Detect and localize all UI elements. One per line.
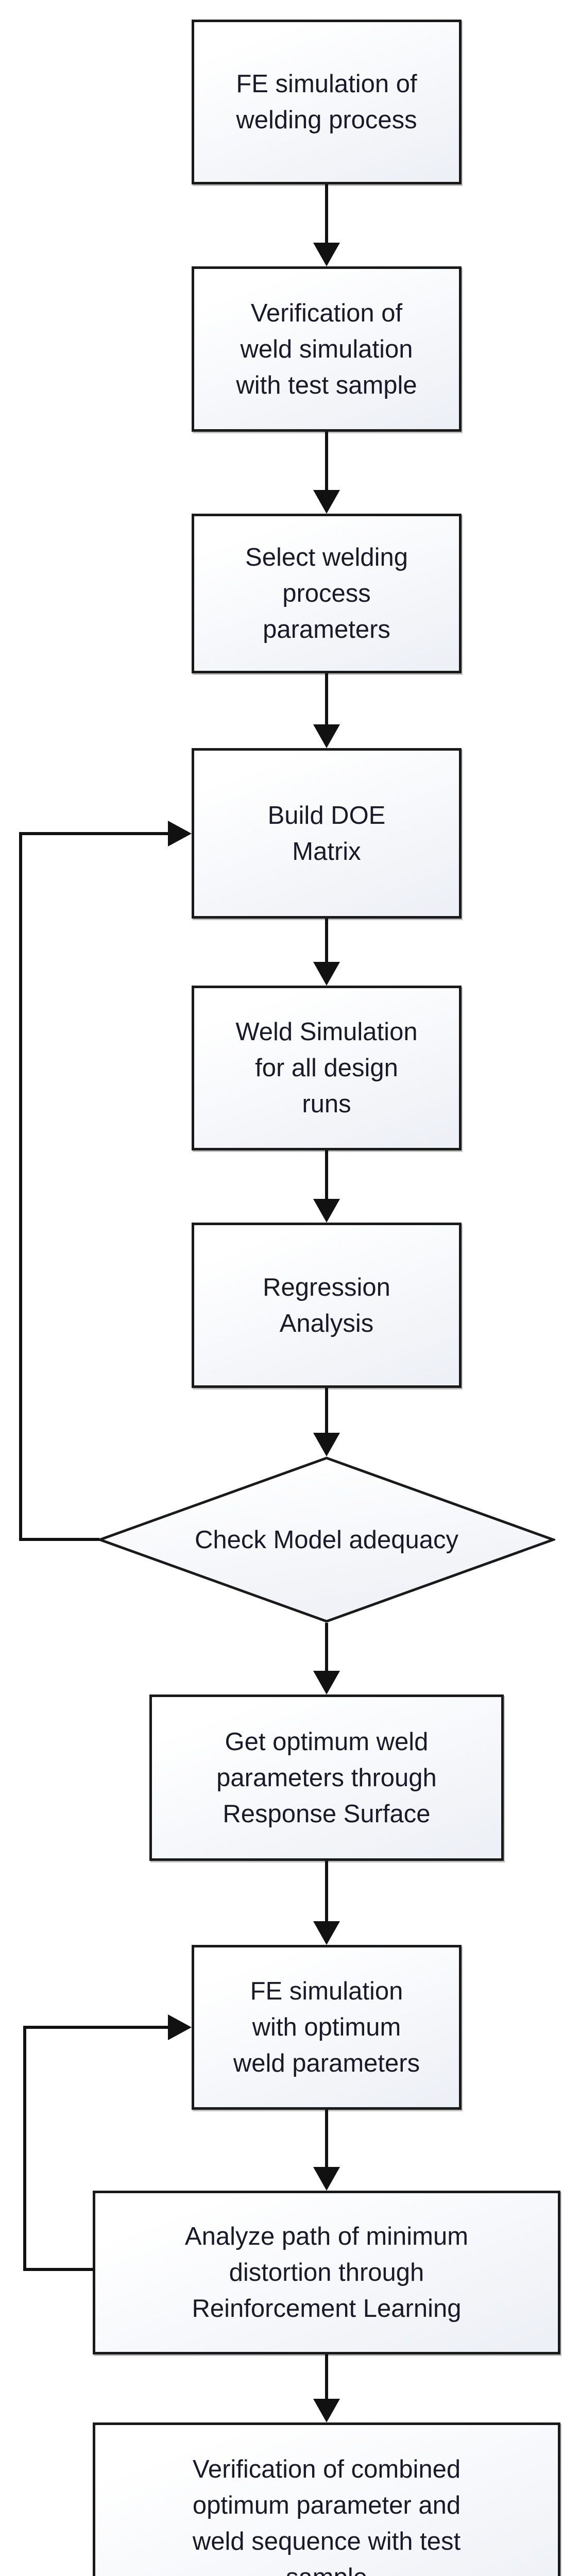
node-analyze-path-minimum-distortion: Analyze path of minimum distortion throu…	[93, 2191, 560, 2354]
node-regression-analysis: Regression Analysis	[192, 1223, 462, 1388]
arrow-down-4	[313, 919, 340, 986]
feedback-loop2-top-segment	[23, 2026, 168, 2029]
arrowhead-down-icon	[313, 1199, 340, 1223]
arrow-shaft	[325, 432, 328, 491]
node-build-doe-matrix: Build DOE Matrix	[192, 748, 462, 919]
arrowhead-down-icon	[313, 1921, 340, 1945]
arrowhead-down-icon	[313, 1433, 340, 1456]
node-verification-weld-simulation: Verification of weld simulation with tes…	[192, 266, 462, 432]
node-label: Verification of combined optimum paramet…	[192, 2455, 461, 2576]
node-label: Select welding process parameters	[245, 544, 408, 643]
arrow-down-7	[313, 1623, 340, 1694]
node-label: Check Model adequacy	[194, 1526, 459, 1554]
arrowhead-down-icon	[313, 724, 340, 748]
arrowhead-down-icon	[313, 2167, 340, 2191]
decision-diamond-shape	[98, 1456, 555, 1623]
feedback-loop2-bottom-segment	[23, 2268, 94, 2271]
node-label: Verification of weld simulation with tes…	[236, 299, 417, 399]
arrow-shaft	[325, 1861, 328, 1922]
node-label: FE simulation with optimum weld paramete…	[233, 1977, 420, 2077]
arrow-down-2	[313, 432, 340, 514]
arrow-down-9	[313, 2110, 340, 2191]
feedback-loop1-bottom-segment	[19, 1538, 99, 1541]
node-weld-simulation-design-runs: Weld Simulation for all design runs	[192, 986, 462, 1150]
arrow-shaft	[325, 2354, 328, 2400]
node-label-container: Check Model adequacy	[98, 1456, 555, 1623]
arrowhead-right-icon	[168, 821, 192, 846]
arrow-shaft	[325, 919, 328, 963]
arrow-shaft	[325, 1623, 328, 1672]
arrow-shaft	[325, 1388, 328, 1434]
node-select-welding-parameters: Select welding process parameters	[192, 514, 462, 673]
arrow-shaft	[325, 184, 328, 244]
arrowhead-down-icon	[313, 490, 340, 514]
arrow-down-1	[313, 184, 340, 266]
arrowhead-right-icon	[168, 2014, 192, 2040]
arrowhead-down-icon	[313, 962, 340, 986]
arrowhead-down-icon	[313, 243, 340, 266]
arrow-down-5	[313, 1150, 340, 1223]
node-label: Analyze path of minimum distortion throu…	[184, 2223, 469, 2323]
node-get-optimum-weld-parameters: Get optimum weld parameters through Resp…	[149, 1694, 504, 1861]
arrow-shaft	[325, 673, 328, 725]
arrow-down-8	[313, 1861, 340, 1945]
node-label: Weld Simulation for all design runs	[235, 1018, 418, 1118]
arrow-down-6	[313, 1388, 340, 1456]
feedback-loop1-vertical-segment	[19, 832, 22, 1541]
feedback-loop2-vertical-segment	[23, 2026, 26, 2271]
arrowhead-down-icon	[313, 2399, 340, 2422]
node-check-model-adequacy: Check Model adequacy	[98, 1456, 555, 1623]
arrow-down-3	[313, 673, 340, 748]
node-label: Get optimum weld parameters through Resp…	[216, 1727, 437, 1828]
arrow-shaft	[325, 2110, 328, 2168]
arrow-shaft	[325, 1150, 328, 1200]
node-label: FE simulation of welding process	[236, 70, 417, 134]
arrow-down-10	[313, 2354, 340, 2422]
node-label: Regression Analysis	[263, 1273, 390, 1337]
arrowhead-down-icon	[313, 1671, 340, 1694]
node-fe-simulation-welding: FE simulation of welding process	[192, 20, 462, 184]
node-verification-combined: Verification of combined optimum paramet…	[93, 2422, 560, 2576]
node-label: Build DOE Matrix	[267, 801, 386, 866]
feedback-loop1-top-segment	[19, 832, 168, 835]
node-fe-simulation-optimum: FE simulation with optimum weld paramete…	[192, 1945, 462, 2110]
